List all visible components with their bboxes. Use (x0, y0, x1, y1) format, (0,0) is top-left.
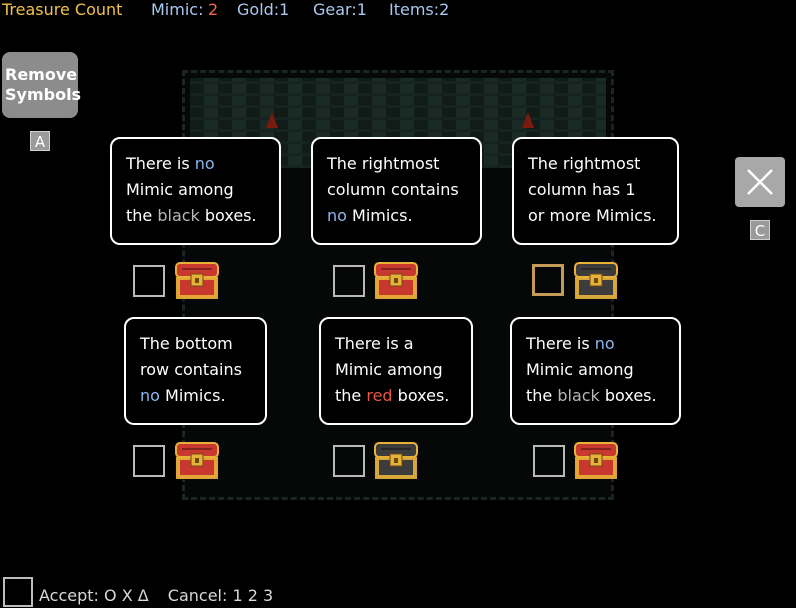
treasure-count-label: Treasure Count (2, 0, 123, 19)
treasure-chest-icon[interactable] (373, 439, 419, 481)
accept-hint: Accept: O X Δ (39, 586, 149, 605)
treasure-chest-icon[interactable] (373, 259, 419, 301)
clue-highlight-gray: black (557, 386, 600, 405)
chest-checkbox-3[interactable] (532, 264, 564, 296)
torch-icon (522, 112, 534, 128)
clue-text: row contains (140, 360, 242, 379)
clue-text: The rightmost (528, 154, 641, 173)
cancel-hint: Cancel: 1 2 3 (167, 586, 274, 605)
clue-text: boxes. (392, 386, 450, 405)
treasure-chest-icon[interactable] (573, 259, 619, 301)
clue-text: boxes. (599, 386, 657, 405)
clue-text: Mimic among (126, 180, 234, 199)
clue-text: There is (126, 154, 195, 173)
torch-icon (266, 112, 278, 128)
clue-text: There is a (335, 334, 414, 353)
clue-bubble-5: There is a Mimic among the red boxes. (319, 317, 473, 425)
clue-text: Mimic among (526, 360, 634, 379)
footer-controls: Accept: O X Δ Cancel: 1 2 3 (39, 585, 287, 607)
clue-highlight-gray: black (157, 206, 200, 225)
clue-text: The rightmost (327, 154, 440, 173)
clue-highlight-blue: no (327, 206, 347, 225)
remove-symbols-button[interactable]: Remove Symbols (2, 52, 82, 118)
clue-text: Mimic among (335, 360, 443, 379)
clue-text: Mimics. (159, 386, 226, 405)
clue-text: The bottom (140, 334, 233, 353)
clue-text: column has 1 (528, 180, 636, 199)
mimic-count-label: Mimic: (151, 0, 204, 19)
clue-bubble-4: The bottom row contains no Mimics. (124, 317, 267, 425)
clue-text: or more Mimics. (528, 206, 657, 225)
gold-count: Gold:1 (237, 0, 290, 19)
close-key: C (750, 220, 770, 240)
clue-bubble-2: The rightmost column contains no Mimics. (311, 137, 482, 245)
clue-text: column contains (327, 180, 459, 199)
treasure-chest-icon[interactable] (573, 439, 619, 481)
clue-text: Mimics. (346, 206, 413, 225)
clue-text: the (126, 206, 158, 225)
chest-checkbox-6[interactable] (533, 445, 565, 477)
clue-text: the (335, 386, 367, 405)
accept-indicator-box (3, 577, 33, 607)
items-count: Items:2 (389, 0, 450, 19)
remove-symbols-label: Remove Symbols (5, 65, 82, 104)
chest-checkbox-2[interactable] (333, 265, 365, 297)
remove-symbols-key: A (30, 131, 50, 151)
chest-checkbox-4[interactable] (133, 445, 165, 477)
mimic-count-value: 2 (208, 0, 219, 19)
chest-checkbox-5[interactable] (333, 445, 365, 477)
clue-highlight-blue: no (140, 386, 160, 405)
chest-checkbox-1[interactable] (133, 265, 165, 297)
clue-bubble-3: The rightmost column has 1 or more Mimics. (512, 137, 679, 245)
treasure-chest-icon[interactable] (174, 439, 220, 481)
clue-highlight-red: red (366, 386, 393, 405)
close-button[interactable] (735, 157, 785, 207)
clue-bubble-1: There is no Mimic among the black boxes. (110, 137, 281, 245)
gear-count: Gear:1 (313, 0, 367, 19)
close-icon (747, 169, 773, 195)
clue-text: There is (526, 334, 595, 353)
clue-text: boxes. (199, 206, 257, 225)
treasure-chest-icon[interactable] (174, 259, 220, 301)
clue-highlight-blue: no (594, 334, 615, 353)
clue-highlight-blue: no (194, 154, 215, 173)
clue-text: the (526, 386, 558, 405)
